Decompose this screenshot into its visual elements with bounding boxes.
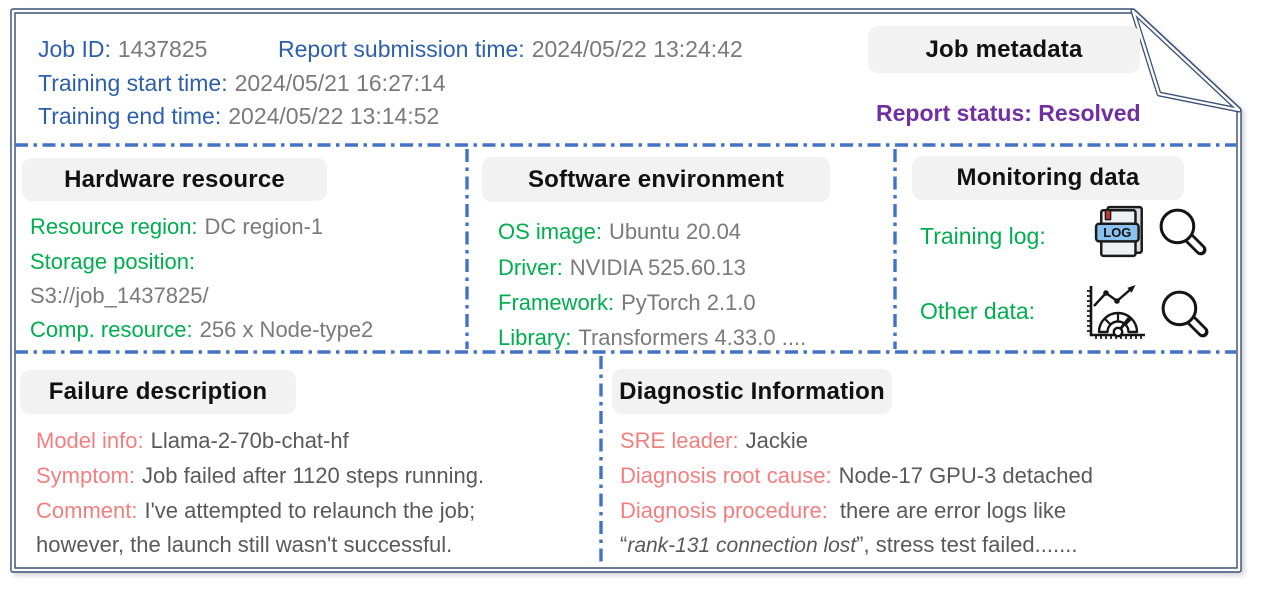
job-metadata-title: Job metadata — [925, 35, 1083, 63]
folded-corner — [1130, 8, 1242, 113]
model-info-label: Model info: — [36, 428, 144, 453]
framework-label: Framework: — [498, 290, 615, 315]
resource-region-label: Resource region: — [30, 214, 198, 239]
job-id-value: 1437825 — [117, 36, 208, 62]
framework-field: Framework:PyTorch 2.1.0 — [498, 288, 756, 318]
framework-value: PyTorch 2.1.0 — [621, 290, 756, 315]
procedure-quote-open: “ — [620, 532, 628, 557]
library-value: Transformers 4.33.0 .... — [578, 325, 807, 350]
job-id-label: Job ID: — [38, 36, 111, 62]
comment-value-line2: however, the launch still wasn't success… — [36, 532, 453, 557]
other-data-label: Other data: — [920, 298, 1036, 324]
training-end-label: Training end time: — [38, 103, 222, 129]
storage-position-field: Storage position: — [30, 247, 195, 277]
gauge-chart-icon[interactable] — [1084, 282, 1148, 342]
sre-leader-value: Jackie — [745, 428, 808, 453]
model-info-field: Model info:Llama-2-70b-chat-hf — [36, 426, 349, 456]
root-cause-value: Node-17 GPU-3 detached — [838, 463, 1093, 488]
job-metadata-title-chip: Job metadata — [868, 26, 1140, 73]
training-start-value: 2024/05/21 16:27:14 — [234, 70, 446, 96]
storage-position-value: S3://job_1437825/ — [30, 283, 209, 308]
comment-field: Comment:I've attempted to relaunch the j… — [36, 496, 475, 526]
monitoring-title: Monitoring data — [956, 164, 1140, 191]
comment-field-line2: however, the launch still wasn't success… — [36, 530, 452, 560]
software-title: Software environment — [527, 165, 785, 193]
procedure-field-line2: “rank-131 connection lost”, stress test … — [620, 530, 1077, 561]
log-badge-text: LOG — [1103, 225, 1131, 240]
report-submission-value: 2024/05/22 13:24:42 — [531, 36, 743, 62]
training-end-field: Training end time:2024/05/22 13:14:52 — [38, 101, 439, 131]
training-log-label: Training log: — [920, 223, 1046, 249]
procedure-quoted-log: rank-131 connection lost — [627, 534, 857, 557]
training-end-value: 2024/05/22 13:14:52 — [228, 103, 440, 129]
log-file-icon[interactable]: LOG — [1094, 203, 1150, 259]
diagnostic-title-chip: Diagnostic Information — [612, 369, 892, 414]
resource-region-field: Resource region:DC region-1 — [30, 212, 323, 242]
library-field: Library:Transformers 4.33.0 .... — [498, 323, 806, 353]
os-image-field: OS image:Ubuntu 20.04 — [498, 217, 741, 247]
job-id-field: Job ID:1437825 — [38, 34, 207, 64]
magnifier-icon-training-log[interactable] — [1154, 205, 1209, 260]
failure-title: Failure description — [48, 378, 268, 405]
os-image-label: OS image: — [498, 219, 602, 244]
magnifier-icon-other-data[interactable] — [1156, 287, 1211, 342]
hardware-title-chip: Hardware resource — [22, 158, 327, 201]
training-log-row: Training log: — [920, 223, 1046, 250]
driver-label: Driver: — [498, 255, 563, 280]
resource-region-value: DC region-1 — [204, 214, 324, 239]
library-label: Library: — [498, 325, 572, 350]
comp-resource-value: 256 x Node-type2 — [199, 317, 374, 342]
diagnostic-title: Diagnostic Information — [619, 377, 885, 405]
comment-label: Comment: — [36, 498, 138, 523]
report-submission-label: Report submission time: — [278, 36, 525, 62]
failure-title-chip: Failure description — [20, 370, 296, 414]
symptom-label: Symptom: — [36, 463, 136, 488]
sre-leader-label: SRE leader: — [620, 428, 739, 453]
training-start-field: Training start time:2024/05/21 16:27:14 — [38, 68, 446, 98]
symptom-value: Job failed after 1120 steps running. — [142, 463, 485, 488]
driver-value: NVIDIA 525.60.13 — [569, 255, 746, 280]
driver-field: Driver:NVIDIA 525.60.13 — [498, 253, 746, 283]
procedure-field: Diagnosis procedure: there are error logs… — [620, 496, 1066, 526]
sre-leader-field: SRE leader:Jackie — [620, 426, 808, 456]
procedure-label: Diagnosis procedure: — [620, 498, 828, 523]
root-cause-field: Diagnosis root cause:Node-17 GPU-3 detac… — [620, 461, 1093, 491]
monitoring-title-chip: Monitoring data — [912, 156, 1184, 200]
procedure-value-line2-suffix: ”, stress test failed....... — [856, 532, 1078, 557]
software-title-chip: Software environment — [482, 157, 830, 202]
comp-resource-label: Comp. resource: — [30, 317, 193, 342]
os-image-value: Ubuntu 20.04 — [608, 219, 742, 244]
report-status-badge: Report status: Resolved — [876, 100, 1141, 126]
storage-position-value-line: S3://job_1437825/ — [30, 281, 209, 311]
root-cause-label: Diagnosis root cause: — [620, 463, 832, 488]
storage-position-label: Storage position: — [30, 249, 196, 274]
procedure-value-line1: there are error logs like — [839, 498, 1067, 523]
comp-resource-field: Comp. resource:256 x Node-type2 — [30, 315, 373, 345]
symptom-field: Symptom:Job failed after 1120 steps runn… — [36, 461, 484, 491]
hardware-title: Hardware resource — [64, 165, 285, 193]
other-data-row: Other data: — [920, 298, 1035, 325]
model-info-value: Llama-2-70b-chat-hf — [150, 428, 349, 453]
training-start-label: Training start time: — [38, 70, 228, 96]
comment-value-line1: I've attempted to relaunch the job; — [144, 498, 476, 523]
report-submission-field: Report submission time:2024/05/22 13:24:… — [278, 34, 743, 64]
